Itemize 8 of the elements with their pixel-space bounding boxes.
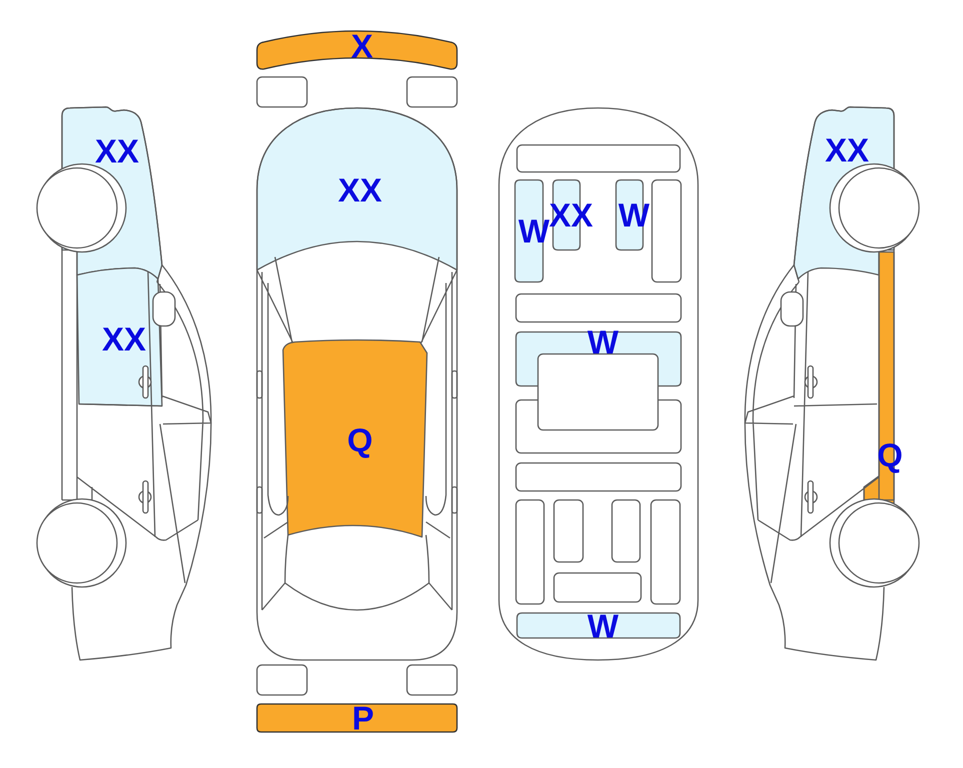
damage-code: XX [102,325,146,353]
damage-code: XX [94,137,140,165]
damage-code: XX [824,136,870,164]
damage-code: XX [338,176,382,204]
damage-code: P [352,704,374,732]
damage-code: W [587,328,619,356]
damage-code: X [351,32,373,60]
damage-code: W [587,612,619,640]
